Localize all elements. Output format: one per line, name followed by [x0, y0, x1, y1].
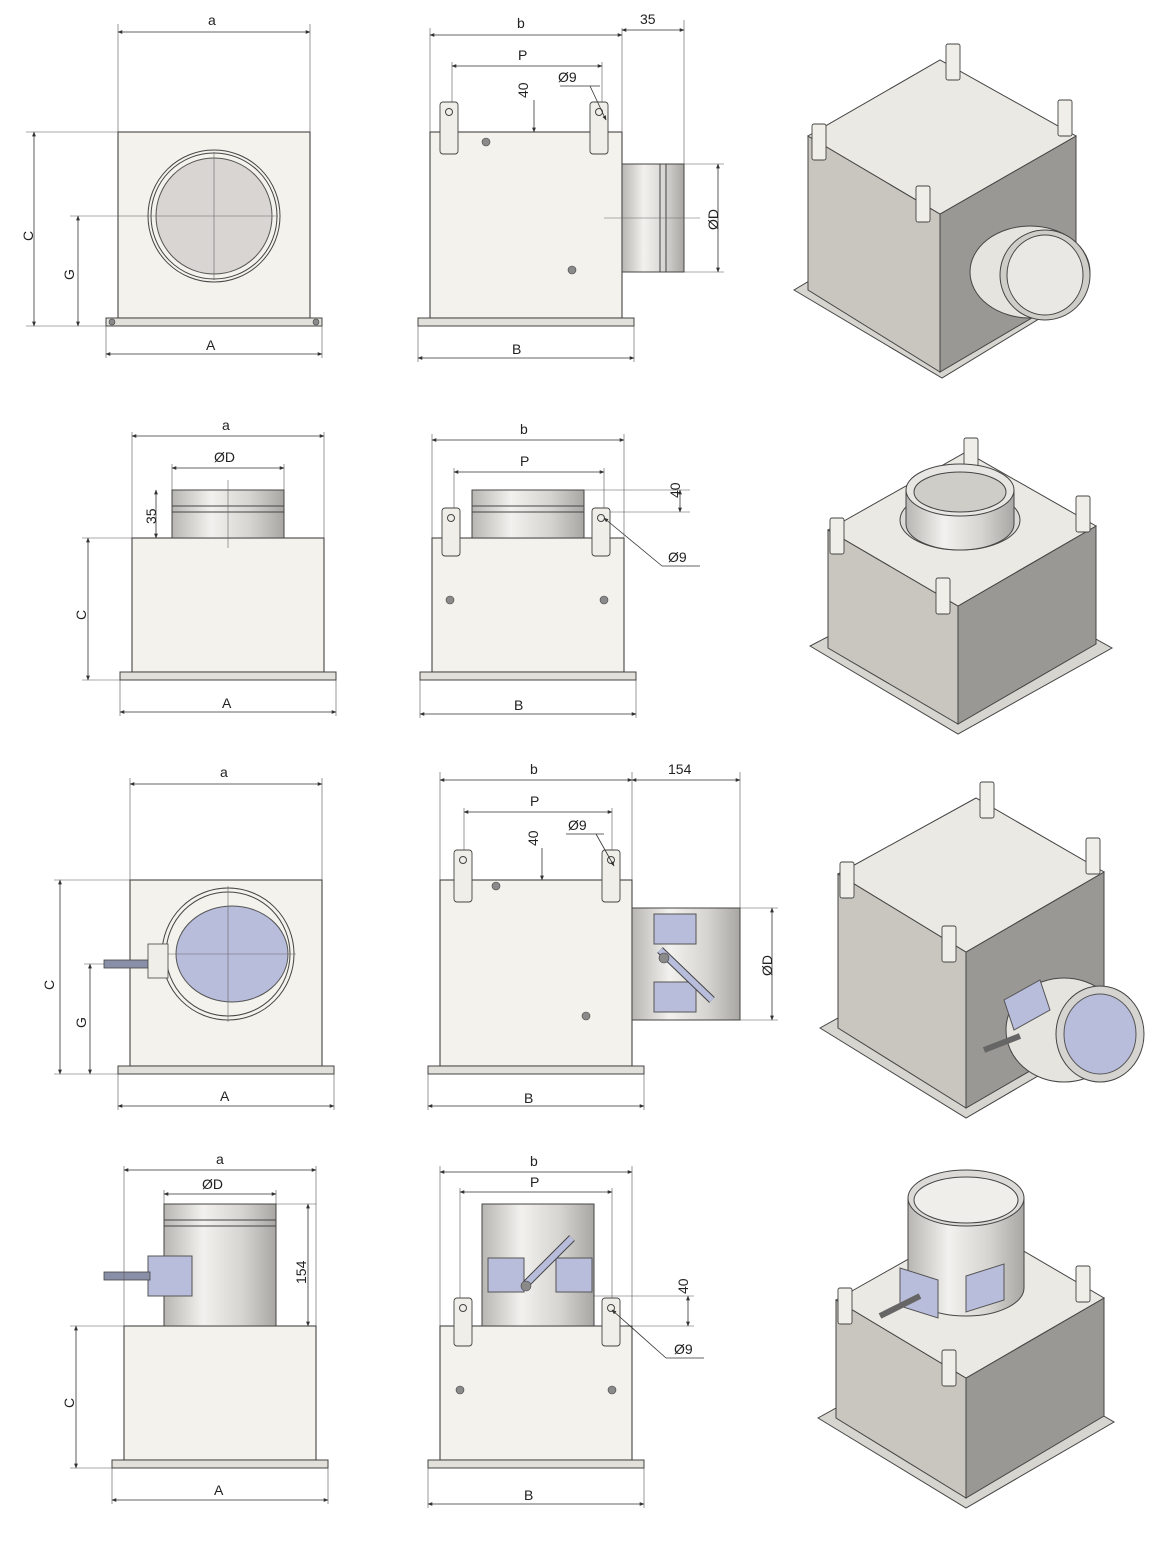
dim-label-a: a	[208, 12, 216, 28]
dim-label-154: 154	[293, 1260, 309, 1284]
dim-label-35: 35	[640, 11, 656, 27]
row3-isometric-view	[819, 781, 1145, 1119]
row2-side-view: b P 40 Ø9 B	[419, 421, 700, 718]
dim-label-b: b	[520, 421, 528, 437]
dim-label-40: 40	[525, 830, 541, 846]
dim-label-35: 35	[143, 508, 159, 524]
dim-label-b: b	[517, 15, 525, 31]
row4-side-view: b P 40 Ø9 B	[427, 1153, 704, 1508]
dim-label-C: C	[73, 610, 89, 620]
dim-label-G: G	[73, 1017, 89, 1028]
dim-label-P: P	[520, 453, 529, 469]
dim-label-C: C	[41, 980, 57, 990]
row1-front-view: a A C G	[20, 12, 323, 358]
dim-label-40: 40	[515, 82, 531, 98]
dim-label-B: B	[524, 1487, 533, 1503]
dim-label-a: a	[220, 764, 228, 780]
row1-side-view: b 35 P 40 Ø9 ØD B	[417, 11, 724, 362]
dim-label-A: A	[220, 1088, 230, 1104]
dim-label-D: ØD	[214, 449, 235, 465]
dim-label-b: b	[530, 761, 538, 777]
dim-label-G: G	[61, 269, 77, 280]
dim-label-P: P	[530, 1174, 539, 1190]
row4-front-view: a ØD 154 C A	[61, 1151, 329, 1504]
dim-label-a: a	[216, 1151, 224, 1167]
dim-label-A: A	[214, 1482, 224, 1498]
dim-label-hole: Ø9	[674, 1341, 693, 1357]
dim-label-hole: Ø9	[558, 69, 577, 85]
dim-label-D: ØD	[705, 209, 721, 230]
dim-label-a: a	[222, 417, 230, 433]
dim-label-C: C	[61, 1398, 77, 1408]
dim-label-D: ØD	[202, 1176, 223, 1192]
dim-label-C: C	[20, 231, 36, 241]
dim-label-B: B	[514, 697, 523, 713]
dim-label-B: B	[524, 1090, 533, 1106]
row1-isometric-view	[793, 43, 1091, 379]
dim-label-hole: Ø9	[668, 549, 687, 565]
dim-label-154: 154	[668, 761, 692, 777]
row3-front-view: a C G A	[41, 764, 335, 1110]
dim-label-40: 40	[667, 482, 683, 498]
dim-label-B: B	[512, 341, 521, 357]
dim-label-D: ØD	[759, 955, 775, 976]
row2-front-view: a ØD 35 C A	[73, 417, 337, 716]
row4-isometric-view	[817, 1169, 1115, 1509]
dim-label-40: 40	[675, 1278, 691, 1294]
dim-label-hole: Ø9	[568, 817, 587, 833]
dim-label-b: b	[530, 1153, 538, 1169]
dim-label-P: P	[518, 47, 527, 63]
row3-side-view: b 154 P 40 Ø9 ØD B	[427, 761, 778, 1110]
dim-label-A: A	[206, 337, 216, 353]
dim-label-P: P	[530, 793, 539, 809]
dim-label-A: A	[222, 695, 232, 711]
row2-isometric-view	[808, 437, 1114, 735]
